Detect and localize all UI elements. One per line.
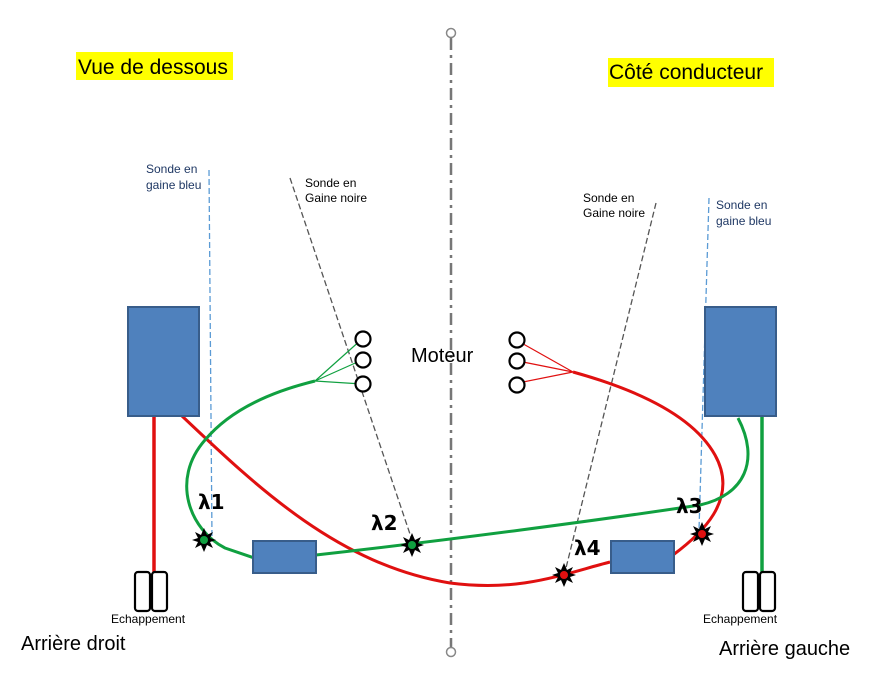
green-fan-3 <box>314 380 363 385</box>
title-right: Côté conducteur <box>609 61 763 84</box>
label-echappement-left: Echappement <box>111 612 186 626</box>
red-fan-2 <box>517 360 574 373</box>
sensor-l4-star <box>552 563 576 587</box>
label-sonde-bleu-left-2: gaine bleu <box>146 178 201 192</box>
label-arriere-droit: Arrière droit <box>21 633 126 655</box>
label-sonde-noire-right-2: Gaine noire <box>583 206 645 220</box>
title-left-highlight <box>76 52 233 80</box>
catalyst-right <box>704 306 777 417</box>
label-moteur: Moteur <box>411 345 474 367</box>
exhaust-tip-left-a <box>133 570 152 613</box>
axis-end-bottom <box>445 646 457 658</box>
title-left: Vue de dessous <box>78 56 228 79</box>
port-left-3 <box>354 375 372 393</box>
label-echappement-right: Echappement <box>703 612 778 626</box>
port-left-1 <box>354 330 372 348</box>
title-right-highlight <box>608 58 774 87</box>
label-sonde-noire-left-2: Gaine noire <box>305 191 367 205</box>
label-sonde-noire-right-1: Sonde en <box>583 191 634 205</box>
sensor-l3-star <box>690 522 714 546</box>
green-wire-main <box>315 417 750 557</box>
label-sonde-bleu-left-1: Sonde en <box>146 162 197 176</box>
label-arriere-gauche: Arrière gauche <box>719 638 850 660</box>
label-sonde-bleu-right-1: Sonde en <box>716 198 767 212</box>
probe-line-black-left <box>289 177 413 541</box>
port-left-2 <box>354 351 372 369</box>
red-fan-1 <box>517 340 574 373</box>
catalyst-left <box>127 306 200 417</box>
sensor-l2-star <box>400 533 424 557</box>
label-l2: λ2 <box>371 511 398 535</box>
port-right-3 <box>508 376 526 394</box>
label-l1: λ1 <box>198 490 225 514</box>
silencer-right <box>610 540 675 574</box>
label-l3: λ3 <box>676 494 703 518</box>
label-sonde-noire-left-1: Sonde en <box>305 176 356 190</box>
label-l4: λ4 <box>574 536 601 560</box>
exhaust-tip-left-b <box>150 570 169 613</box>
label-sonde-bleu-right-2: gaine bleu <box>716 214 771 228</box>
red-wire-main <box>180 414 611 587</box>
red-fan-3 <box>517 371 574 384</box>
port-right-2 <box>508 352 526 370</box>
sensor-l1-star <box>192 528 216 552</box>
exhaust-tip-right-b <box>758 570 777 613</box>
silencer-left <box>252 540 317 574</box>
axis-end-top <box>445 27 457 39</box>
probe-line-blue-left <box>208 169 213 541</box>
green-fan-1 <box>314 338 363 382</box>
probe-line-black-right <box>564 202 657 573</box>
green-fan-2 <box>314 359 363 382</box>
port-right-1 <box>508 331 526 349</box>
exhaust-tip-right-a <box>741 570 760 613</box>
